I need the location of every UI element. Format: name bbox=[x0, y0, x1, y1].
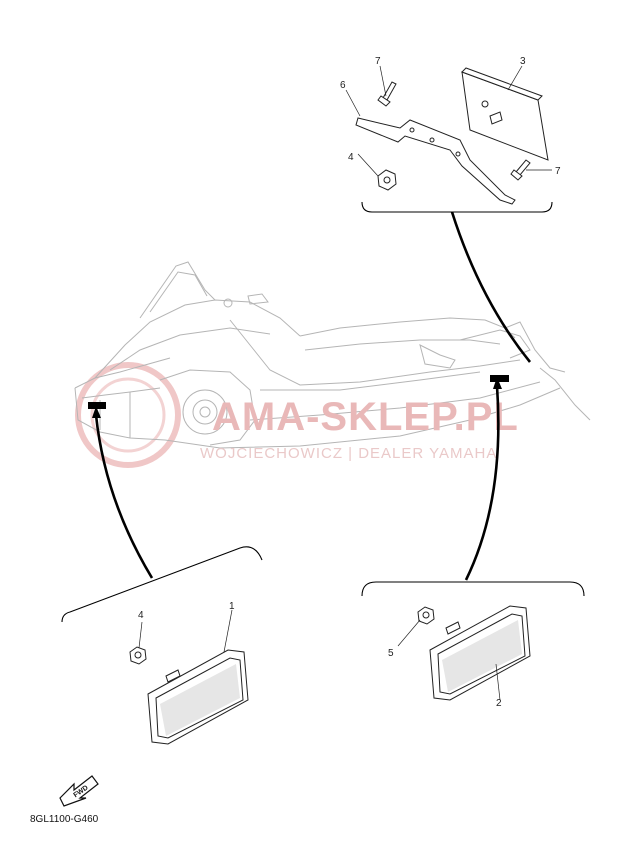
leader-lines bbox=[138, 65, 552, 701]
diagram-code: 8GL1100-G460 bbox=[30, 814, 99, 825]
front-arrowhead bbox=[92, 406, 101, 418]
watermark-brand: AMA-SKLEP.PL bbox=[212, 395, 519, 439]
top-group-bracket bbox=[361, 201, 553, 213]
rear-reflector-location bbox=[490, 375, 509, 382]
fwd-arrow-icon: FWD bbox=[59, 775, 99, 807]
front-connector-line bbox=[94, 414, 154, 579]
front-group-bracket bbox=[61, 546, 263, 623]
callout-screw-right: 7 bbox=[555, 166, 561, 177]
watermark-dealer: WOJCIECHOWICZ | DEALER YAMAHA bbox=[200, 445, 497, 462]
front-reflector-location bbox=[88, 402, 106, 409]
front-assembly bbox=[129, 646, 249, 745]
callout-top-nut: 4 bbox=[348, 152, 354, 163]
top-connector-line bbox=[450, 211, 532, 363]
callout-screw-left: 7 bbox=[375, 56, 381, 67]
callout-front-reflector: 1 bbox=[229, 601, 235, 612]
rear-connector-line bbox=[464, 385, 500, 581]
callout-top-reflector: 3 bbox=[520, 56, 526, 67]
callout-rear-reflector: 2 bbox=[496, 698, 502, 709]
callout-rear-nut: 5 bbox=[388, 648, 394, 659]
rear-group-bracket bbox=[361, 581, 585, 597]
callout-front-nut: 4 bbox=[138, 610, 144, 621]
top-assembly bbox=[355, 67, 549, 205]
callout-bracket: 6 bbox=[340, 80, 346, 91]
rear-assembly bbox=[417, 605, 531, 701]
rear-arrowhead bbox=[493, 377, 502, 389]
